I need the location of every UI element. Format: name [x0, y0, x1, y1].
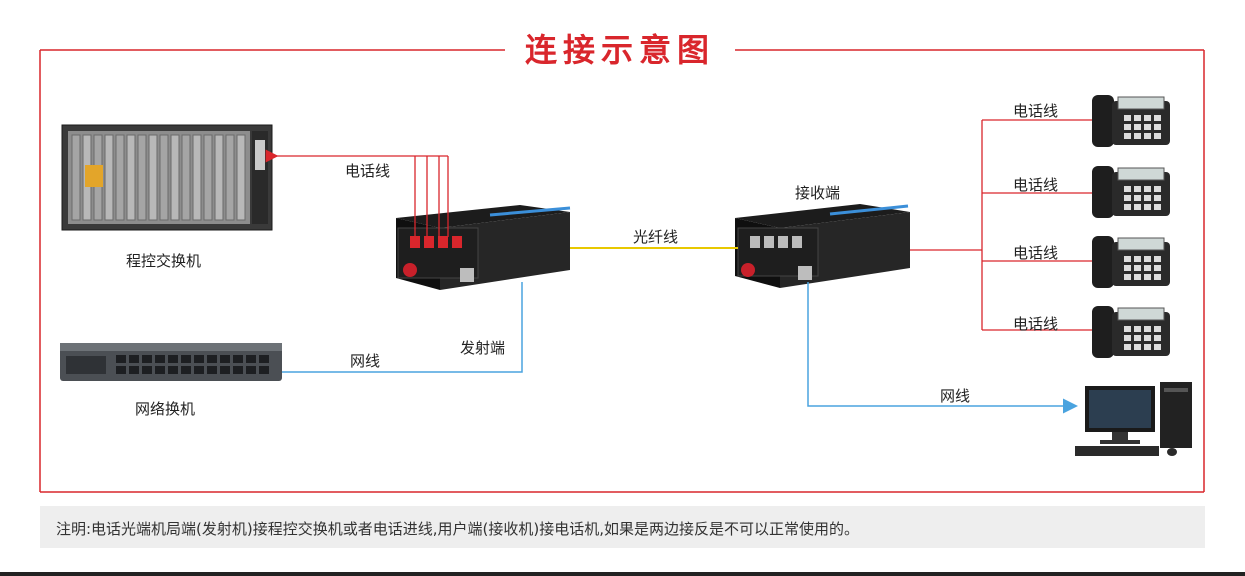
switch-label: 网络换机 — [135, 400, 196, 418]
fiber-label: 光纤线 — [633, 228, 679, 246]
desk-phone-icon — [1092, 236, 1170, 288]
phone1-label: 电话线 — [1013, 102, 1059, 120]
net-wire-right — [807, 282, 1078, 414]
net-line-left-label: 网线 — [350, 352, 381, 370]
diagram-frame — [39, 49, 1205, 493]
phone-line-label: 电话线 — [345, 162, 391, 180]
phone4-label: 电话线 — [1013, 315, 1059, 333]
transmitter-label: 发射端 — [460, 339, 506, 357]
pbx-label: 程控交换机 — [126, 252, 202, 270]
optical-transmitter-icon — [396, 205, 571, 290]
desk-phone-icon — [1092, 95, 1170, 147]
note-bar — [40, 506, 1205, 548]
desk-phone-icon — [1092, 166, 1170, 218]
phone3-label: 电话线 — [1013, 244, 1059, 262]
net-wire-left — [282, 282, 523, 373]
phone2-label: 电话线 — [1013, 176, 1059, 194]
net-line-right-label: 网线 — [940, 387, 971, 405]
phone-wire-pbx — [265, 149, 449, 237]
note-text: 注明:电话光端机局端(发射机)接程控交换机或者电话进线,用户端(接收机)接电话机… — [56, 520, 860, 538]
phone-wire-distribution — [910, 119, 1092, 331]
desktop-computer-icon — [1075, 382, 1192, 456]
bottom-divider — [0, 572, 1245, 576]
optical-receiver-icon — [735, 204, 910, 288]
pbx-rack-icon — [61, 124, 273, 231]
receiver-label: 接收端 — [795, 184, 841, 202]
diagram-title: 连接示意图 — [505, 28, 735, 72]
network-switch-icon — [60, 343, 282, 381]
desk-phone-icon — [1092, 306, 1170, 358]
